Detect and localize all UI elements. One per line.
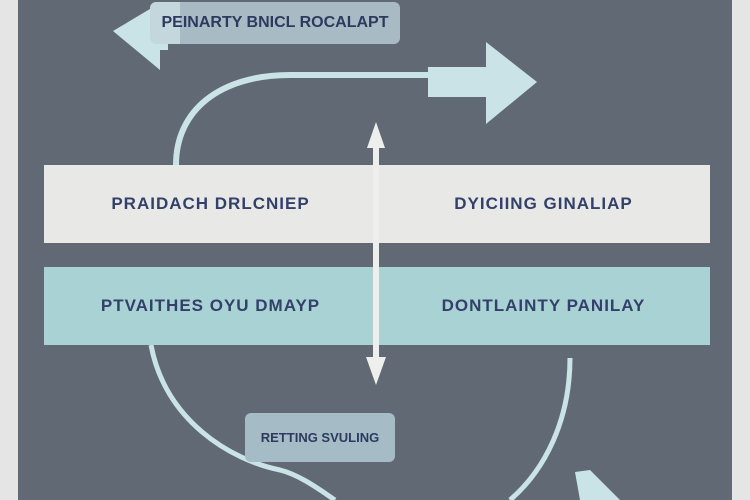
bottom-right-arrow-head xyxy=(575,470,620,500)
down-arrow-head-icon xyxy=(366,357,386,385)
row-2-right: DONTLAINTY PANILAY xyxy=(441,296,646,315)
left-edge xyxy=(0,0,18,500)
right-arrow xyxy=(428,42,537,124)
right-edge xyxy=(732,0,750,500)
row-1-left: PRAIDACH DRLCNIEP xyxy=(111,194,310,213)
up-arrow-head-icon xyxy=(367,122,385,148)
bottom-left-curve xyxy=(148,344,337,500)
row-1-right: DYICIING GINALIAP xyxy=(454,194,633,213)
row-2-left: PTVAITHES OYU DMAYP xyxy=(100,296,321,315)
bottom-label: RETTING SVULING xyxy=(245,413,395,462)
top-label: PEINARTY BNICL ROCALAPT xyxy=(150,2,400,44)
bottom-right-curve xyxy=(508,357,573,500)
divider-line xyxy=(373,135,379,373)
top-curve-connector xyxy=(173,72,430,166)
